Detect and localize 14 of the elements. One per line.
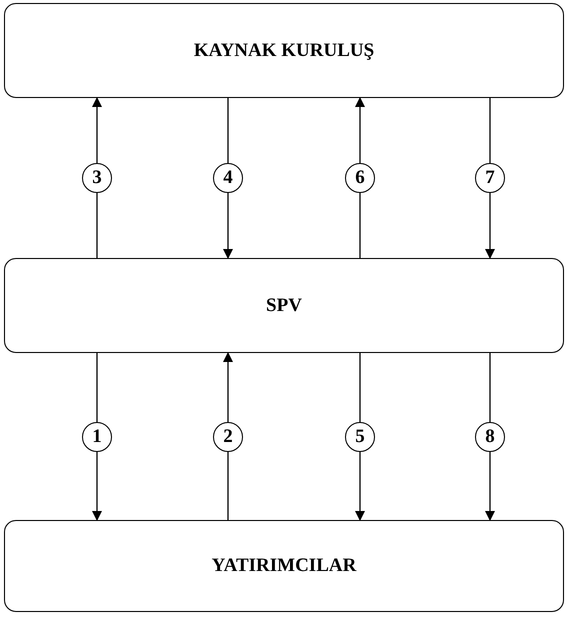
edge-label: 4	[213, 163, 243, 193]
edge-label: 7	[475, 163, 505, 193]
process-box	[4, 258, 564, 353]
edge-label: 1	[82, 422, 112, 452]
process-box	[4, 3, 564, 98]
box-label: SPV	[266, 294, 302, 316]
box-label: KAYNAK KURULUŞ	[194, 40, 374, 62]
process-box	[4, 520, 564, 612]
edge-label: 3	[82, 163, 112, 193]
box-label: YATIRIMCILAR	[212, 555, 356, 577]
edge-label: 6	[345, 163, 375, 193]
edge-label: 2	[213, 422, 243, 452]
edge-label: 8	[475, 422, 505, 452]
edge-label: 5	[345, 422, 375, 452]
